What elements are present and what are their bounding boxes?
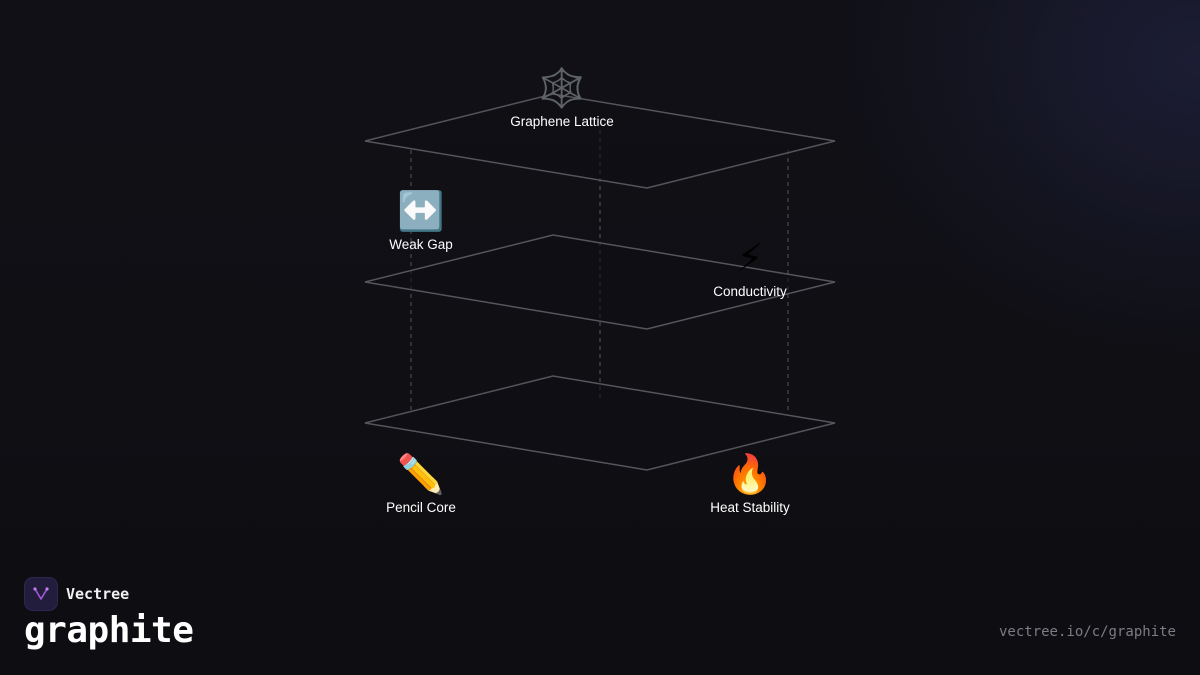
layer-sheet-middle xyxy=(364,234,836,330)
node-label: Graphene Lattice xyxy=(510,114,614,129)
topic-title: graphite xyxy=(24,610,194,651)
spider-web-icon: 🕸️ xyxy=(538,66,586,110)
left-right-arrow-icon: ↔️ xyxy=(397,189,445,233)
fire-icon: 🔥 xyxy=(726,452,774,496)
node-label: Weak Gap xyxy=(389,237,453,252)
source-url: vectree.io/c/graphite xyxy=(998,624,1176,640)
layer-sheet-bottom xyxy=(364,375,836,471)
node-graphene-lattice: 🕸️ Graphene Lattice xyxy=(482,66,642,129)
layer-sheet-top xyxy=(364,93,836,189)
node-label: Pencil Core xyxy=(386,500,456,515)
vectree-logo-icon xyxy=(24,577,58,611)
node-pencil-core: ✏️ Pencil Core xyxy=(341,452,501,515)
node-label: Conductivity xyxy=(713,284,787,299)
pencil-icon: ✏️ xyxy=(397,452,445,496)
node-label: Heat Stability xyxy=(710,500,790,515)
node-conductivity: ⚡ Conductivity xyxy=(670,236,830,299)
node-heat-stability: 🔥 Heat Stability xyxy=(670,452,830,515)
lightning-icon: ⚡ xyxy=(736,236,764,280)
brand: Vectree xyxy=(24,577,129,611)
node-weak-gap: ↔️ Weak Gap xyxy=(341,189,501,252)
brand-name: Vectree xyxy=(66,585,130,603)
